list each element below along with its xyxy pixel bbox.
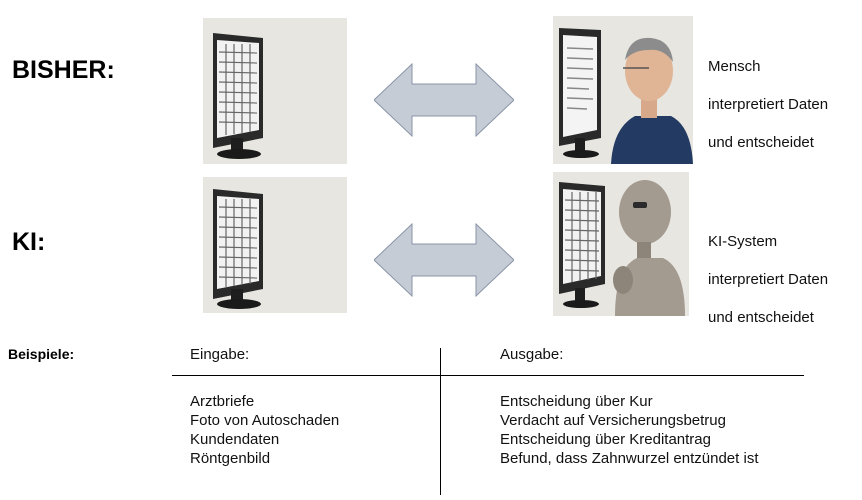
table-vertical-divider (440, 348, 441, 495)
row-label-ki: KI: (12, 228, 46, 256)
output-example-item: Verdacht auf Versicherungsbetrug (500, 412, 726, 429)
description-ki-line: interpretiert Daten (708, 271, 829, 288)
output-example-item: Entscheidung über Kur (500, 393, 653, 410)
output-examples-list: Entscheidung über Kur Verdacht auf Versi… (500, 392, 759, 468)
description-bisher-line: und entscheidet (708, 134, 814, 151)
monitor-icon (213, 189, 263, 309)
description-bisher: Mensch interpretiert Daten und entscheid… (708, 38, 862, 171)
input-example-item: Röntgenbild (190, 450, 271, 467)
description-ki-line: und entscheidet (708, 309, 814, 326)
monitor-icon (213, 33, 263, 159)
description-ki-line: KI-System (708, 233, 778, 250)
data-monitor-image-ki (203, 177, 347, 313)
table-horizontal-divider (172, 375, 804, 376)
input-examples-list: Arztbriefe Foto von Autoschaden Kundenda… (190, 392, 339, 468)
robot-icon (559, 180, 685, 316)
output-example-item: Befund, dass Zahnwurzel entzündet ist (500, 450, 759, 467)
input-column-header: Eingabe: (190, 346, 250, 363)
human-expert-image (553, 16, 693, 164)
data-monitor-image-bisher (203, 18, 347, 164)
description-bisher-line: interpretiert Daten (708, 96, 829, 113)
ai-robot-image (553, 172, 689, 316)
input-example-item: Kundendaten (190, 431, 280, 448)
input-example-item: Foto von Autoschaden (190, 412, 340, 429)
description-bisher-line: Mensch (708, 58, 761, 75)
examples-label: Beispiele: (8, 346, 75, 362)
row-label-bisher: BISHER: (12, 56, 115, 84)
double-arrow-icon-ki (374, 222, 514, 298)
person-icon (559, 28, 693, 164)
output-example-item: Entscheidung über Kreditantrag (500, 431, 711, 448)
description-ki: KI-System interpretiert Daten und entsch… (708, 213, 862, 346)
input-example-item: Arztbriefe (190, 393, 255, 410)
double-arrow-icon-bisher (374, 62, 514, 138)
output-column-header: Ausgabe: (500, 346, 564, 363)
